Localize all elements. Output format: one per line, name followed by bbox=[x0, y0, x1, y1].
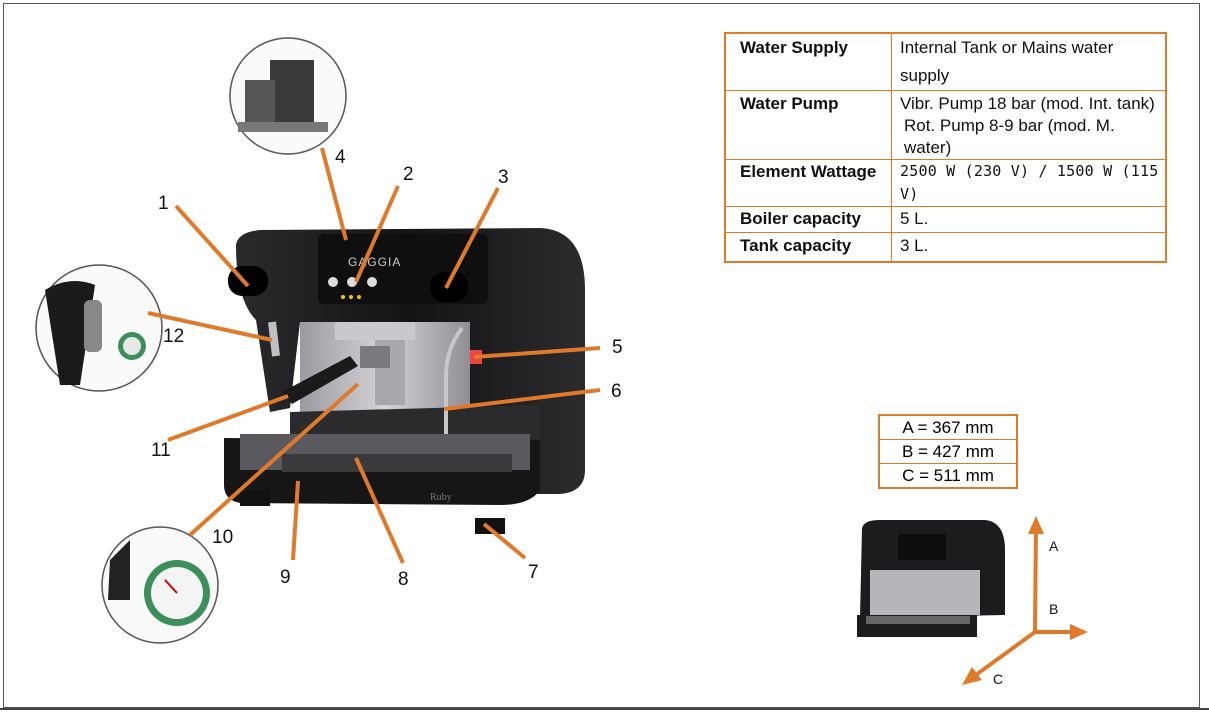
spec-value-line-2: Rot. Pump 8-9 bar (mod. M. water) bbox=[904, 116, 1115, 157]
dimension-thumbnail bbox=[857, 516, 1088, 685]
spec-row-water-pump: Water Pump Vibr. Pump 18 bar (mod. Int. … bbox=[724, 90, 1167, 160]
spec-row-tank-capacity: Tank capacity 3 L. bbox=[724, 232, 1167, 263]
callout-6: 6 bbox=[611, 381, 622, 402]
spec-label: Tank capacity bbox=[724, 232, 892, 263]
spec-label: Element Wattage bbox=[724, 159, 892, 207]
spec-label: Water Supply bbox=[724, 32, 892, 91]
axis-label-b: B bbox=[1049, 601, 1059, 617]
callout-2: 2 bbox=[403, 164, 414, 185]
dimension-a: A = 367 mm bbox=[878, 414, 1018, 440]
callout-1: 1 bbox=[158, 193, 169, 214]
axis-label-c: C bbox=[993, 671, 1004, 687]
callout-7: 7 bbox=[528, 562, 539, 583]
callout-11: 11 bbox=[151, 440, 171, 461]
callout-12: 12 bbox=[163, 326, 185, 347]
spec-label: Boiler capacity bbox=[724, 206, 892, 233]
inset-pressure-gauge-detail bbox=[101, 526, 219, 644]
spec-value: 5 L. bbox=[891, 206, 1167, 233]
callout-5: 5 bbox=[612, 337, 623, 358]
callout-3: 3 bbox=[498, 167, 509, 188]
spec-value: 2500 W (230 V) / 1500 W (115 V) bbox=[891, 159, 1167, 207]
callout-4: 4 bbox=[335, 147, 346, 168]
callout-10: 10 bbox=[212, 527, 234, 548]
machine-body: GAGGIA Ruby bbox=[224, 228, 585, 534]
spec-label: Water Pump bbox=[724, 90, 892, 160]
callout-8: 8 bbox=[398, 569, 409, 590]
spec-value-line-1: Vibr. Pump 18 bar (mod. Int. tank) bbox=[900, 94, 1155, 113]
dimensions-table: A = 367 mm B = 427 mm C = 511 mm bbox=[878, 414, 1018, 489]
inset-lid-detail bbox=[229, 37, 347, 155]
spec-row-boiler-capacity: Boiler capacity 5 L. bbox=[724, 206, 1167, 233]
spec-value: 3 L. bbox=[891, 232, 1167, 263]
model-badge: Ruby bbox=[430, 492, 452, 503]
axis-label-a: A bbox=[1049, 538, 1059, 554]
spec-row-element-wattage: Element Wattage 2500 W (230 V) / 1500 W … bbox=[724, 159, 1167, 207]
bottom-rule bbox=[0, 708, 1209, 710]
specifications-table: Water Supply Internal Tank or Mains wate… bbox=[724, 32, 1167, 263]
dimension-b: B = 427 mm bbox=[878, 439, 1018, 464]
figure-frame bbox=[3, 3, 1200, 708]
spec-value: Vibr. Pump 18 bar (mod. Int. tank) Rot. … bbox=[891, 90, 1167, 160]
spec-row-water-supply: Water Supply Internal Tank or Mains wate… bbox=[724, 32, 1167, 91]
brand-logo: GAGGIA bbox=[348, 255, 401, 269]
callout-9: 9 bbox=[280, 567, 291, 588]
callout-lines bbox=[147, 147, 601, 564]
dimension-c: C = 511 mm bbox=[878, 463, 1018, 489]
spec-value: Internal Tank or Mains water supply bbox=[891, 32, 1167, 91]
inset-steam-wand-detail bbox=[35, 264, 163, 392]
